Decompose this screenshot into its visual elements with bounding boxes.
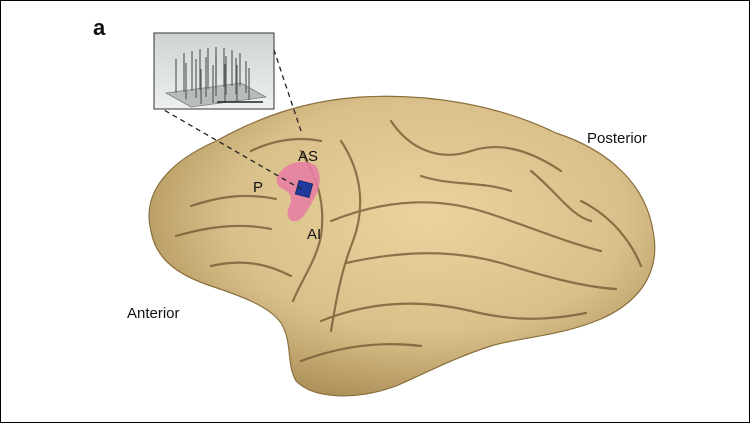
brain-hemisphere (148, 95, 656, 397)
inset-leader-lines (156, 40, 302, 190)
posterior-label: Posterior (587, 130, 648, 147)
anterior-label: Anterior (127, 305, 180, 322)
arcuate-inferior-label: AI (307, 226, 322, 243)
principal-sulcus-label: P (253, 179, 264, 196)
panel-letter: a (93, 15, 106, 40)
implant-site (294, 179, 314, 199)
sulci (174, 119, 643, 363)
arcuate-superior-label: AS (298, 148, 319, 165)
microelectrode-array-inset (153, 32, 275, 110)
